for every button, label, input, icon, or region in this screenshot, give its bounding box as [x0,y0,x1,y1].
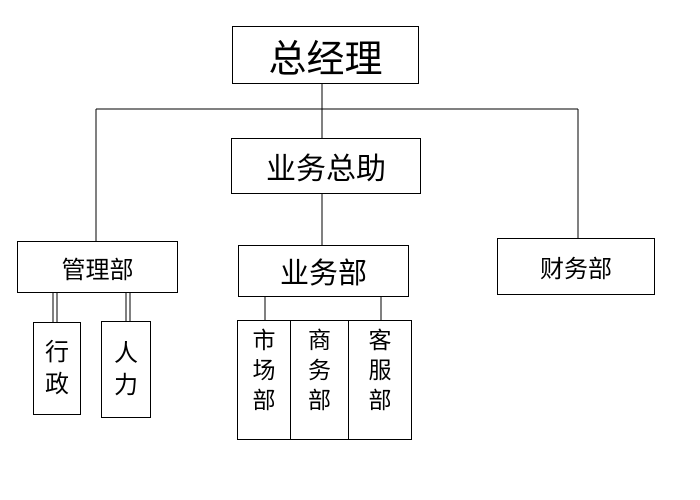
marketing-unit-label: 市场部 [252,328,276,414]
finance-dept-label: 财务部 [540,255,612,283]
business-assistant-label: 业务总助 [266,152,386,187]
business-assistant-box: 业务总助 [231,138,421,194]
hr-unit-label: 人力 [114,339,138,399]
commerce-unit-box: 商务部 [290,320,349,440]
management-dept-box: 管理部 [17,241,178,293]
business-dept-box: 业务部 [238,245,409,297]
admin-unit-box: 行政 [33,322,81,415]
general-manager-box: 总经理 [232,26,419,84]
customer-service-unit-label: 客服部 [368,328,392,414]
general-manager-label: 总经理 [268,36,383,81]
customer-service-unit-box: 客服部 [348,320,412,440]
management-dept-label: 管理部 [61,255,134,284]
admin-unit-label: 行政 [45,338,69,398]
finance-dept-box: 财务部 [497,238,655,295]
business-dept-label: 业务部 [279,256,367,290]
hr-unit-box: 人力 [101,321,151,418]
marketing-unit-box: 市场部 [237,320,291,440]
commerce-unit-label: 商务部 [308,328,331,414]
